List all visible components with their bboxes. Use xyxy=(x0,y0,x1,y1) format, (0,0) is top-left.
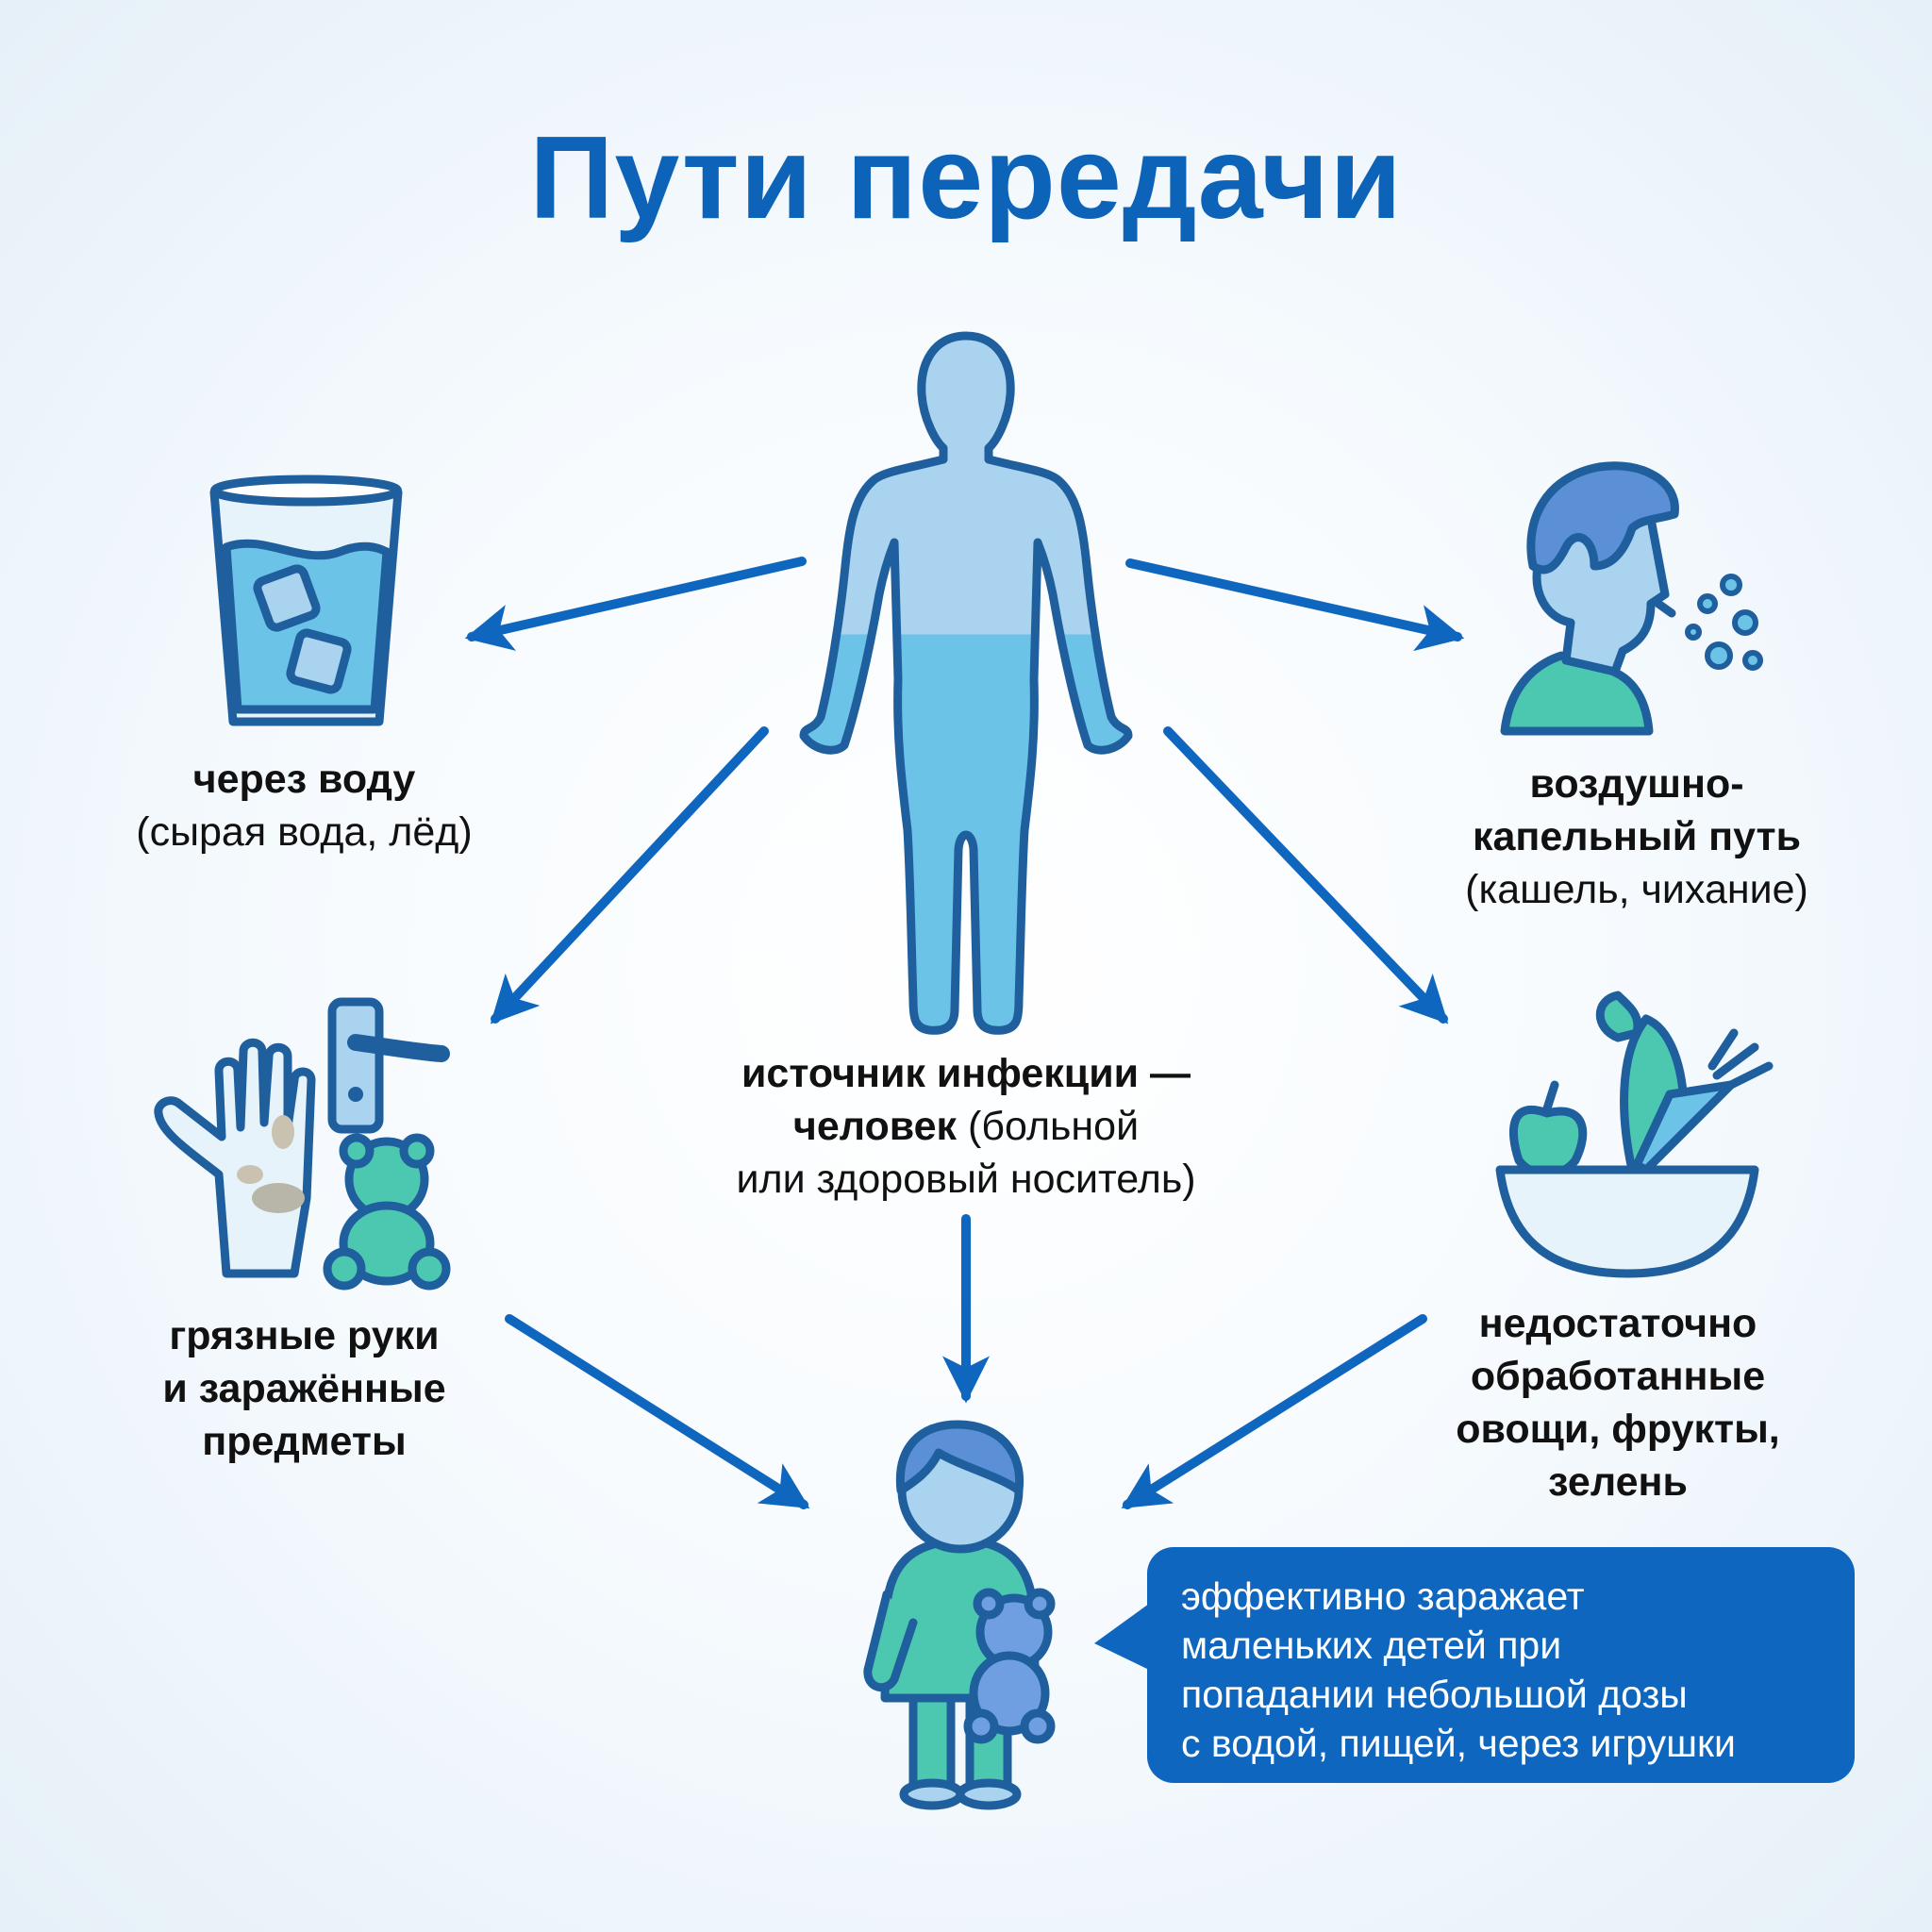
glass-of-water-icon xyxy=(209,475,403,726)
human-body-icon xyxy=(799,331,1133,1035)
arrow-to-hands xyxy=(490,726,769,1024)
label-airborne: воздушно- капельный путь (кашель, чихани… xyxy=(1415,758,1858,916)
water-normal: (сырая вода, лёд) xyxy=(136,809,473,855)
produce-bold-line4: зелень xyxy=(1548,1459,1688,1505)
produce-bold-line1: недостаточно xyxy=(1478,1301,1757,1346)
arrow-to-produce xyxy=(1163,726,1449,1024)
door-handle-icon xyxy=(327,997,384,1134)
airborne-normal: (кашель, чихание) xyxy=(1465,867,1808,912)
callout-line2: маленьких детей при xyxy=(1181,1624,1562,1667)
arrow-to-airborne xyxy=(1125,558,1465,652)
hands-bold-line1: грязные руки xyxy=(169,1313,440,1358)
source-bold-line1: источник инфекции — xyxy=(741,1051,1191,1096)
child-teddy-bear-icon xyxy=(963,1588,1056,1744)
hands-bold-line3: предметы xyxy=(202,1419,407,1464)
dirty-hand-icon xyxy=(154,1038,316,1278)
airborne-bold-line1: воздушно- xyxy=(1529,761,1744,807)
callout-line4: с водой, пищей, через игрушки xyxy=(1181,1722,1736,1765)
label-produce: недостаточно обработанные овощи, фрукты,… xyxy=(1406,1297,1830,1508)
arrow-produce-to-child xyxy=(1121,1314,1427,1509)
callout-pointer xyxy=(1094,1604,1149,1670)
dirty-hand-door-handle-teddy-icon xyxy=(154,997,451,1291)
airborne-bold-line2: капельный путь xyxy=(1472,814,1802,859)
sneeze-droplets-icon xyxy=(1685,574,1763,671)
hands-bold-line2: и заражённые xyxy=(162,1366,446,1411)
source-bold-line2: человек xyxy=(792,1104,958,1149)
produce-bold-line2: обработанные xyxy=(1470,1354,1766,1399)
source-normal-line2: (больной xyxy=(957,1104,1140,1149)
callout-line1: эффективно заражает xyxy=(1181,1574,1585,1618)
water-bold: через воду xyxy=(192,757,416,802)
page-title: Пути передачи xyxy=(529,113,1403,243)
arrow-to-water xyxy=(464,557,807,651)
label-water: через воду (сырая вода, лёд) xyxy=(90,753,519,858)
callout-line3: попадании небольшой дозы xyxy=(1181,1673,1688,1716)
sneezing-person-icon xyxy=(1500,461,1679,736)
label-hands: грязные руки и заражённые предметы xyxy=(113,1309,495,1468)
arrows xyxy=(464,557,1465,1509)
label-source: источник инфекции — человек (больной или… xyxy=(674,1047,1258,1206)
callout-box: эффективно заражает маленьких детей при … xyxy=(1147,1547,1855,1783)
source-normal-line3: или здоровый носитель) xyxy=(736,1157,1196,1202)
child-with-teddy-icon xyxy=(863,1420,1056,1810)
teddy-bear-icon xyxy=(323,1133,451,1291)
vegetable-bowl-icon xyxy=(1495,991,1774,1278)
arrow-hands-to-child xyxy=(505,1314,810,1509)
produce-bold-line3: овощи, фрукты, xyxy=(1456,1407,1780,1452)
